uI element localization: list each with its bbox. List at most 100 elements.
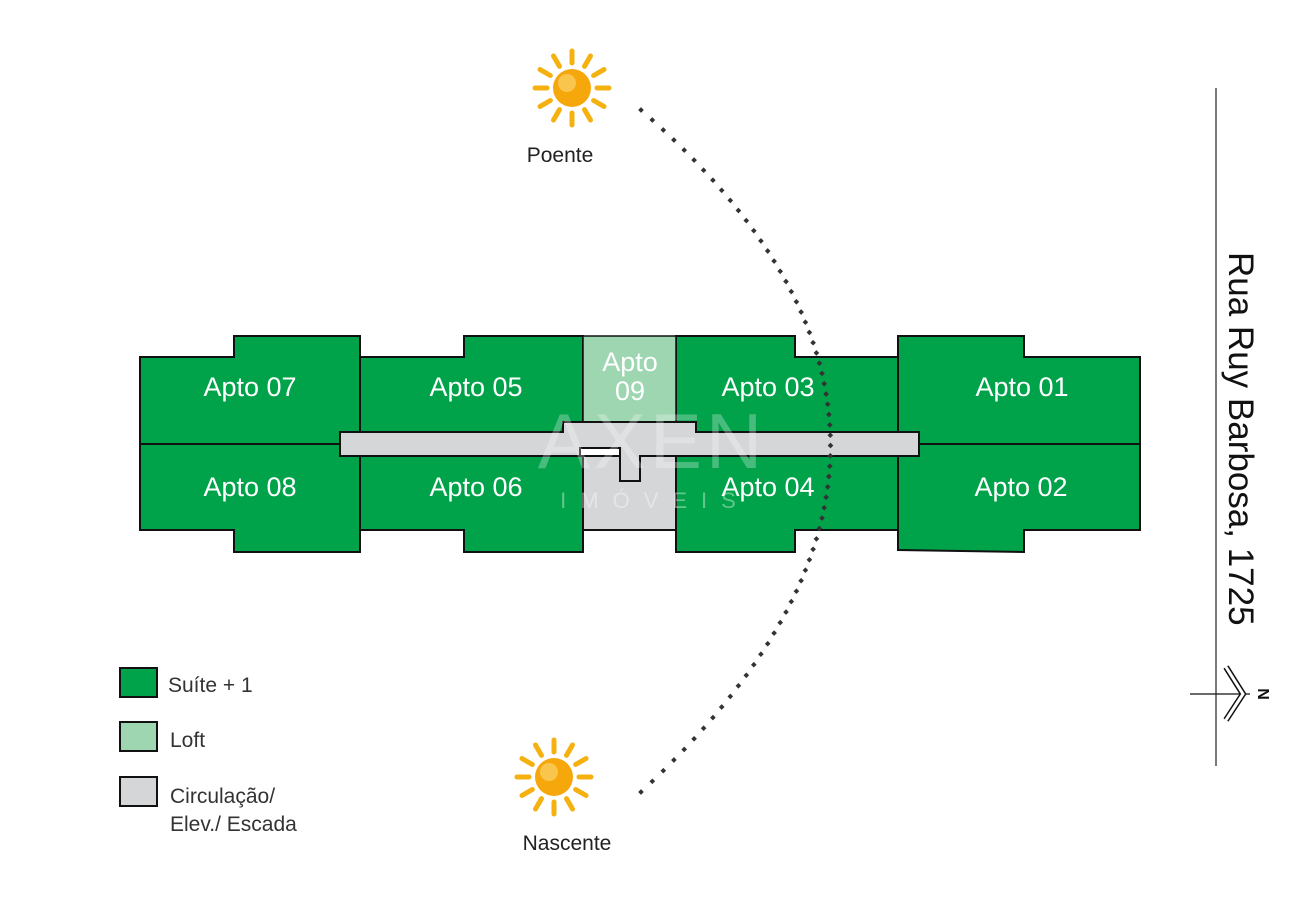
- stair-outline: [579, 447, 641, 482]
- sun-path-dot: [671, 757, 677, 763]
- sun-path-dot: [810, 339, 816, 346]
- sun-path-dot: [660, 767, 667, 774]
- watermark-subtitle: IMÓVEIS: [560, 488, 750, 513]
- sun-ray: [573, 756, 589, 767]
- sun-path-dot: [727, 693, 734, 700]
- label-apto-08: Apto 08: [203, 472, 296, 502]
- sun-path-dot: [750, 661, 757, 668]
- sun-path-dot: [649, 117, 656, 123]
- sun-path-dot: [826, 411, 832, 418]
- legend-swatch-circulation: [119, 776, 158, 807]
- sun-path-dot: [823, 391, 829, 397]
- sun-path-dot: [649, 778, 656, 785]
- sun-ray: [537, 98, 553, 109]
- sun-ray: [582, 107, 593, 123]
- sun-rays: [532, 48, 612, 128]
- sun-path-dot: [743, 217, 750, 224]
- sun-ray: [533, 796, 544, 812]
- sun-path-dot: [681, 746, 688, 753]
- sun-path-dot: [821, 380, 828, 387]
- sun-ray: [519, 756, 535, 767]
- sun-path-dot: [638, 789, 644, 795]
- sun-path-dot: [718, 704, 725, 710]
- sun-path-dot: [771, 258, 777, 264]
- legend-label-loft: Loft: [170, 729, 205, 752]
- sun-path-dot: [718, 187, 725, 194]
- sun-path-dot: [691, 157, 697, 163]
- label-apto-09-line2: 09: [615, 376, 645, 406]
- sun-path-dot: [777, 619, 784, 626]
- sunrise-sun-icon: [514, 737, 594, 817]
- sun-path-dot: [710, 714, 716, 721]
- sun-ray: [564, 742, 575, 758]
- sunset-label: Poente: [527, 144, 594, 167]
- sun-highlight: [558, 74, 576, 92]
- sun-path-dot: [813, 536, 820, 542]
- legend-label-circulation-line1: Circulação/: [170, 785, 275, 808]
- watermark: AXEN IMÓVEIS: [538, 397, 766, 513]
- apartment-labels: Apto 07 Apto 08 Apto 05 Apto 06 Apto 03 …: [203, 347, 1068, 502]
- sunset-sun-icon: [532, 48, 612, 128]
- sun-path-dot: [777, 268, 784, 275]
- sun-path-dot: [810, 546, 816, 553]
- sun-path-dot: [798, 309, 804, 315]
- sun-path-dot: [819, 515, 825, 521]
- sun-path-dot: [727, 197, 734, 204]
- legend: Suíte + 1 Loft Circulação/ Elev./ Escada: [119, 667, 297, 836]
- legend-label-suite: Suíte + 1: [168, 674, 253, 697]
- sun-path-dot: [826, 463, 833, 470]
- label-apto-03: Apto 03: [721, 372, 814, 402]
- sun-path-dot: [764, 248, 771, 254]
- sun-path-dot: [823, 494, 829, 501]
- sunrise-label: Nascente: [523, 832, 612, 855]
- sun-path-dot: [819, 370, 825, 377]
- sun-path-dot: [826, 473, 832, 480]
- sun-path-dot: [758, 238, 764, 244]
- sun-path-dot: [824, 484, 831, 490]
- legend-item-suite: Suíte + 1: [119, 667, 253, 698]
- label-apto-02: Apto 02: [974, 472, 1067, 502]
- street-label: Rua Ruy Barbosa, 1725: [1221, 252, 1260, 626]
- sun-path-dot: [783, 609, 789, 615]
- label-apto-05: Apto 05: [429, 372, 522, 402]
- sun-path-dot: [806, 329, 813, 336]
- label-apto-06: Apto 06: [429, 472, 522, 502]
- sun-path-dot: [788, 288, 795, 295]
- sun-path-dot: [638, 107, 644, 113]
- sun-path-dot: [771, 630, 777, 636]
- legend-item-circulation: Circulação/ Elev./ Escada: [119, 776, 297, 836]
- sun-path-dot: [827, 452, 834, 459]
- north-label: N: [1254, 688, 1271, 700]
- sun-ray: [551, 107, 562, 123]
- sun-ray: [564, 796, 575, 812]
- sun-highlight: [540, 763, 558, 781]
- sun-ray: [573, 787, 589, 798]
- sun-ray: [591, 67, 607, 78]
- label-apto-01: Apto 01: [975, 372, 1068, 402]
- sun-path-dot: [827, 442, 834, 449]
- north-arrow-icon: N: [1190, 665, 1271, 722]
- sun-rays: [514, 737, 594, 817]
- sun-path-dot: [816, 525, 823, 532]
- apartment-02[interactable]: [897, 443, 1141, 554]
- legend-item-loft: Loft: [119, 721, 205, 752]
- apartment-09-loft[interactable]: [582, 335, 677, 423]
- apartments: [139, 335, 1141, 554]
- sun-path-dot: [700, 167, 707, 174]
- legend-swatch-suite: [119, 667, 158, 698]
- sun-path-dot: [671, 137, 677, 143]
- sun-path-dot: [691, 735, 697, 742]
- sun-ray: [533, 742, 544, 758]
- sun-path-dot: [798, 577, 804, 584]
- sun-ray: [537, 67, 553, 78]
- sun-path-dot: [764, 640, 771, 647]
- sun-path: [638, 107, 834, 795]
- sun-path-dot: [806, 556, 813, 563]
- sun-ray: [519, 787, 535, 798]
- sun-ray: [582, 53, 593, 69]
- watermark-logo: AXEN: [538, 397, 766, 485]
- sun-path-dot: [824, 401, 831, 408]
- sun-path-dot: [793, 298, 800, 305]
- sun-path-dot: [743, 672, 750, 679]
